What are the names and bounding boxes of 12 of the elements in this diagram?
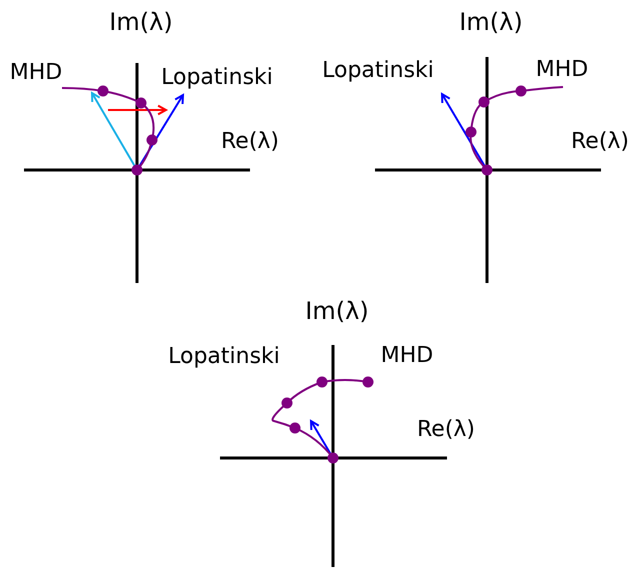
- axis-label: Im(λ): [109, 10, 173, 34]
- axis-label: Re(λ): [220, 131, 280, 153]
- axis-label: Im(λ): [459, 10, 523, 34]
- axis-label: MHD: [536, 59, 588, 81]
- axis-label: Lopatinski: [322, 60, 434, 82]
- axis-label: Re(λ): [416, 419, 476, 441]
- axis-label: Re(λ): [570, 131, 630, 153]
- axis-label: Im(λ): [305, 299, 369, 323]
- axis-label: Lopatinski: [168, 346, 280, 368]
- axis-label: MHD: [380, 345, 434, 367]
- axis-label: Lopatinski: [161, 67, 273, 89]
- axis-label: MHD: [10, 62, 62, 84]
